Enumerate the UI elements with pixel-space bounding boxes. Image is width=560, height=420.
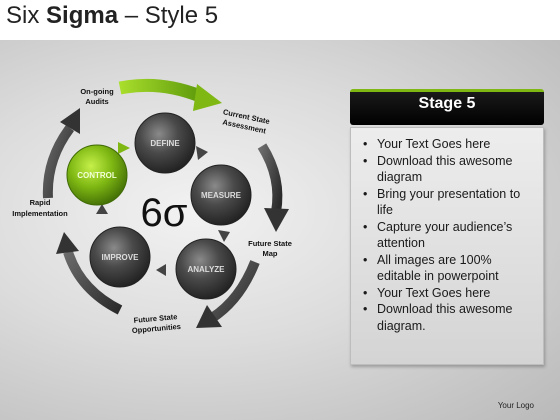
- improve-label: IMPROVE: [102, 253, 140, 262]
- label-rapid-implementation: Rapid Implementation: [12, 198, 68, 218]
- title-part1: Six: [6, 2, 47, 29]
- panel-header: Stage 5: [418, 95, 476, 112]
- title-part2: – Style 5: [118, 2, 219, 29]
- label-future-state-map: Future State Map: [248, 239, 292, 258]
- outer-arrow-bottom-right: [196, 260, 260, 328]
- stage-analyze[interactable]: ANALYZE: [175, 238, 237, 300]
- future-opp-line1: Future State: [133, 312, 177, 325]
- outer-arrow-top: [118, 78, 222, 111]
- title-bar: Six Sigma – Style 5: [0, 0, 560, 40]
- stage-measure[interactable]: MEASURE: [190, 164, 252, 226]
- outer-arrow-left: [42, 108, 80, 199]
- inner-arrow-define-measure: [196, 146, 208, 160]
- analyze-label: ANALYZE: [187, 265, 225, 274]
- bullet-item: Download this awesome diagram: [357, 153, 537, 186]
- bullet-item: Your Text Goes here: [357, 136, 537, 153]
- inner-arrow-control-define: [118, 142, 130, 154]
- stage-improve[interactable]: IMPROVE: [89, 226, 151, 288]
- stage-panel: Stage 5 Your Text Goes here Download thi…: [350, 89, 544, 365]
- bullet-item: Your Text Goes here: [357, 285, 537, 302]
- bullet-item: Capture your audience’s attention: [357, 219, 537, 252]
- control-label: CONTROL: [77, 171, 117, 180]
- label-future-state-opportunities: Future State Opportunities: [132, 312, 182, 335]
- stage-control[interactable]: CONTROL: [66, 144, 128, 206]
- future-map-line2: Map: [263, 249, 278, 258]
- rapid-line1: Rapid: [30, 198, 51, 207]
- bullet-item: Bring your presentation to life: [357, 186, 537, 219]
- label-ongoing-audits: On-going Audits: [80, 87, 114, 106]
- future-map-line1: Future State: [248, 239, 292, 248]
- panel-header-bar: [350, 89, 544, 125]
- panel-body: Your Text Goes here Download this awesom…: [350, 127, 544, 365]
- six-sigma-symbol: 6σ: [141, 191, 188, 235]
- label-current-state: Current State Assessment: [222, 107, 271, 135]
- bullet-item: All images are 100% editable in powerpoi…: [357, 252, 537, 285]
- slide-title: Six Sigma – Style 5: [6, 2, 218, 30]
- ongoing-line2: Audits: [85, 97, 108, 106]
- bullet-item: Download this awesome diagram.: [357, 301, 537, 334]
- define-label: DEFINE: [150, 139, 180, 148]
- outer-arrow-right: [257, 143, 289, 232]
- measure-label: MEASURE: [201, 191, 242, 200]
- stage-define[interactable]: DEFINE: [134, 112, 196, 174]
- outer-arrow-bottom-left: [56, 232, 123, 315]
- rapid-line2: Implementation: [12, 209, 68, 218]
- future-opp-line2: Opportunities: [132, 322, 182, 335]
- inner-arrow-measure-analyze: [218, 230, 230, 242]
- title-bold: Sigma: [46, 2, 119, 29]
- inner-arrow-improve-control: [96, 204, 108, 214]
- inner-arrow-analyze-improve: [156, 264, 166, 276]
- bullet-list: Your Text Goes here Download this awesom…: [351, 128, 543, 334]
- logo-text: Your Logo: [497, 401, 534, 410]
- ongoing-line1: On-going: [80, 87, 114, 96]
